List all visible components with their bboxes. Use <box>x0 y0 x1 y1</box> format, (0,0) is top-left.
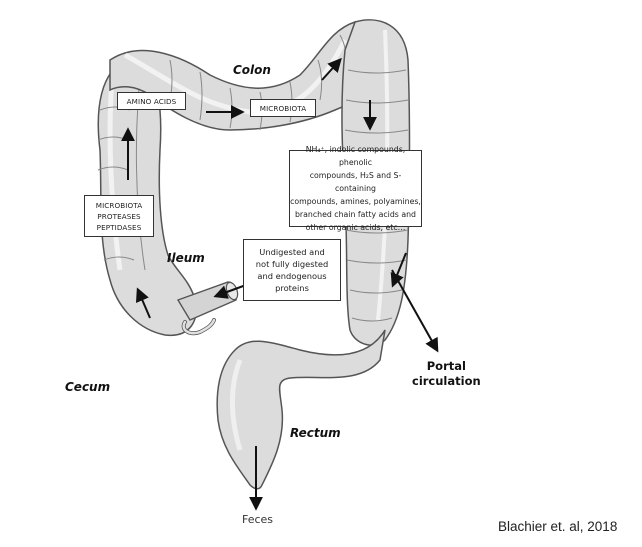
flow-arrows <box>121 57 439 511</box>
arrow-ileum-up <box>135 287 151 319</box>
label-portal-circulation: Portal circulation <box>412 359 481 388</box>
box-microbiota-proteases-peptidases: MICROBIOTA PROTEASES PEPTIDASES <box>84 195 154 237</box>
box-bacterial-metabolites: NH₄⁺, indolic compounds, phenolic compou… <box>289 145 422 232</box>
arrow-transverse-up <box>321 57 342 81</box>
arrow-descending-lower <box>390 252 407 288</box>
label-ileum: Ileum <box>167 251 205 265</box>
label-cecum: Cecum <box>65 380 111 394</box>
label-colon: Colon <box>233 63 271 77</box>
box-undigested-proteins: Undigested and not fully digested and en… <box>243 239 341 301</box>
label-rectum: Rectum <box>290 426 341 440</box>
sigmoid-rectum <box>216 329 386 490</box>
citation: Blachier et. al, 2018 <box>498 519 618 534</box>
label-feces: Feces <box>242 513 274 526</box>
arrow-proteins-in <box>213 284 247 299</box>
box-microbiota: MICROBIOTA <box>250 99 316 117</box>
arrow-portal-circulation <box>391 269 439 353</box>
box-amino-acids: AMINO ACIDS <box>117 92 186 110</box>
